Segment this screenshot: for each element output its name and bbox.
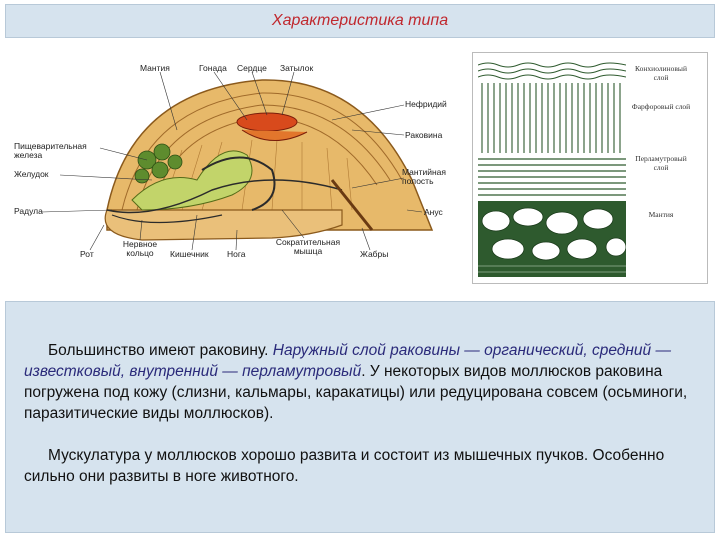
paragraph-shell-start: Большинство имеют раковину. — [48, 342, 273, 359]
label-anus: Анус — [424, 207, 443, 217]
label-foot: Нога — [227, 249, 246, 259]
paragraph-shell-end: . У некоторых видов моллюсков раковина п… — [24, 363, 688, 422]
shell-layers-drawing — [478, 61, 626, 277]
mollusk-anatomy-drawing — [41, 71, 434, 251]
label-rectum: Затылок — [280, 63, 314, 73]
label-mantle: Мантия — [140, 63, 170, 73]
label-nephridium: Нефридий — [405, 99, 447, 109]
label-heart: Сердце — [237, 63, 267, 73]
title-bar: Характеристика типа — [5, 4, 715, 38]
label-stomach: Желудок — [14, 169, 49, 179]
paragraph-muscles: Мускулатура у моллюсков хорошо развита и… — [24, 447, 665, 485]
label-digestive-gland: Пищеварительная железа — [14, 141, 87, 160]
label-conchiolin-layer: Конхиолиновый слой — [635, 64, 687, 82]
paragraph-shell-layers: Наружный слой раковины — органический, с… — [24, 342, 671, 380]
paragraph-shell: Большинство имеют раковину. Наружный сло… — [24, 340, 696, 424]
shell-layers-figure: Конхиолиновый слой Фарфоровый слой Перла… — [472, 52, 708, 284]
label-gills: Жабры — [360, 249, 389, 259]
label-shell: Раковина — [405, 130, 443, 140]
label-nacre-layer: Перламутровый слой — [635, 154, 687, 172]
label-retractor-muscle: Сократительная мышца — [275, 237, 341, 256]
page-title: Характеристика типа — [271, 12, 449, 29]
mollusk-anatomy-figure: Мантия Гонада Сердце Затылок Нефридий Ра… — [12, 60, 462, 270]
label-radula: Радула — [14, 206, 43, 216]
label-mouth: Рот — [80, 249, 94, 259]
label-gonad: Гонада — [199, 63, 227, 73]
description-panel: Большинство имеют раковину. Наружный сло… — [5, 301, 715, 533]
label-intestine: Кишечник — [170, 249, 209, 259]
label-nerve-ring: Нервное кольцо — [122, 239, 158, 258]
label-mantle-layer: Мантия — [648, 210, 674, 219]
label-porcelain-layer: Фарфоровый слой — [631, 102, 691, 111]
label-mantle-cavity: Мантийная полость — [402, 167, 447, 186]
